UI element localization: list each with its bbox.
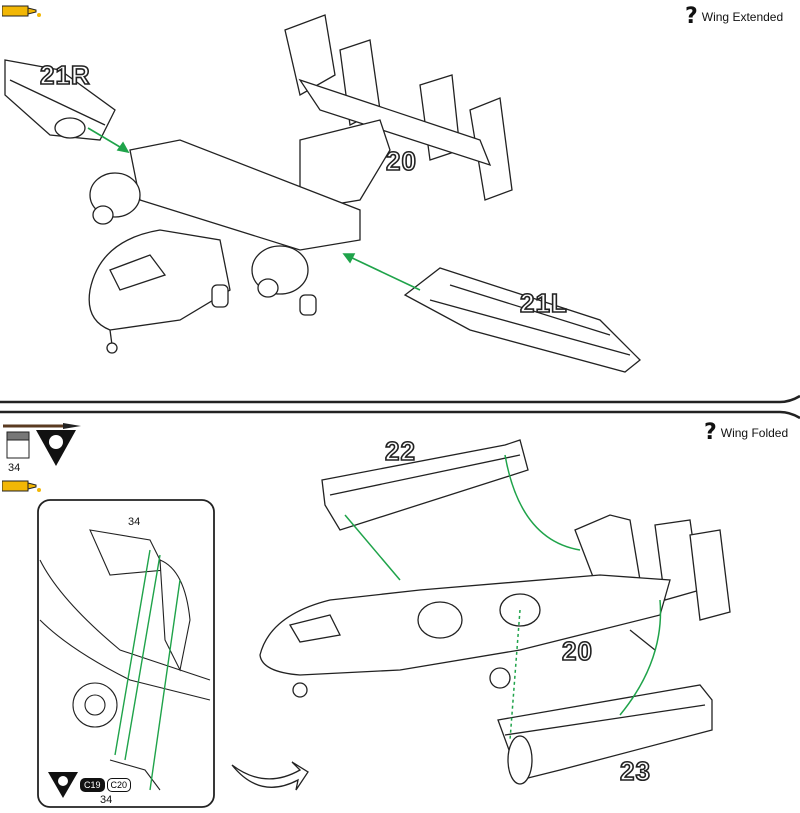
paintbrush-icon (3, 418, 83, 436)
wing-23-drawing (497, 684, 713, 785)
paint-code: 34 (8, 462, 21, 474)
wing-folded-label: Wing Folded (720, 426, 789, 440)
inset-arrows (114, 549, 181, 791)
wing-extended-header: ? Wing Extended (685, 6, 783, 28)
glue-tube-icon (1, 477, 42, 500)
aircraft-extended (88, 14, 513, 354)
part-tag-c19: C19 (80, 778, 105, 792)
inset-part-tags: C19 C20 (48, 772, 132, 798)
matt-finish-triangle-icon (36, 430, 76, 471)
wing-extended-label: Wing Extended (701, 10, 784, 24)
paint-jar-icon (5, 430, 31, 465)
inset-bottom-paint-code: 34 (100, 794, 113, 806)
part-number-23: 23 (619, 755, 651, 787)
wing-21r-drawing (4, 59, 116, 141)
part-number-21r: 21R (39, 59, 91, 91)
wing-21l-drawing (403, 267, 641, 373)
flip-over-arrow-icon (231, 761, 309, 791)
part-number-20-top: 20 (385, 145, 417, 177)
matt-finish-triangle-icon (48, 772, 78, 798)
aircraft-folded (259, 514, 731, 698)
wing-22-drawing (321, 439, 529, 531)
question-mark-icon: ? (685, 4, 698, 29)
wing-folded-header: ? Wing Folded (704, 422, 788, 444)
part-number-20-bottom: 20 (561, 635, 593, 667)
assembly-arrows-bottom (344, 454, 662, 741)
assembly-arrows-top (87, 127, 421, 291)
part-number-21l: 21L (519, 287, 568, 319)
question-mark-icon: ? (704, 420, 717, 445)
glue-tube-icon (1, 2, 42, 25)
part-tag-c20: C20 (106, 778, 132, 792)
inset-top-paint-code: 34 (128, 516, 141, 528)
part-number-22: 22 (384, 435, 416, 467)
